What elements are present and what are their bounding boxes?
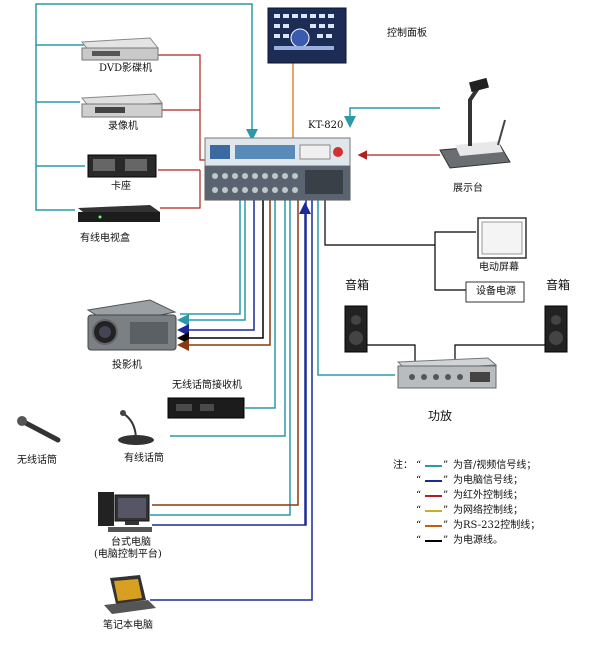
power-supply-device: [465, 281, 525, 303]
cable-box-device: [78, 205, 160, 222]
control-panel-device: [267, 7, 347, 64]
desktop-pc-device: [98, 492, 152, 532]
legend-prefix: 注：: [393, 460, 413, 471]
projector-device: [86, 299, 177, 351]
wired-mic-device: [118, 410, 154, 445]
projector-lines: [177, 200, 271, 351]
amplifier-label: 功放: [428, 409, 453, 423]
legend-quote-close-5: ”: [443, 520, 449, 531]
legend-quote-4: “: [416, 505, 422, 516]
speaker-left-device: [344, 305, 368, 353]
legend-item-power: 为电源线。: [453, 535, 503, 546]
speaker-right-label: 音箱: [546, 278, 571, 292]
legend-item-ir: 为红外控制线；: [453, 490, 523, 501]
power-supply-label: 设备电源: [476, 286, 516, 297]
wireless-receiver-device: [167, 397, 245, 419]
cassette-label: 卡座: [111, 181, 131, 192]
model-label: KT-820: [308, 120, 344, 131]
dvd-player-device: [81, 37, 159, 61]
speaker-left-label: 音箱: [345, 278, 370, 292]
projector-label: 投影机: [112, 360, 142, 371]
legend-quote-1: “: [416, 460, 422, 471]
control-panel-label: 控制面板: [387, 28, 427, 39]
legend-quote-close-4: ”: [443, 505, 449, 516]
visualizer-device: [439, 77, 511, 169]
pc-signal-lines: [150, 200, 313, 601]
legend-quote-close-3: ”: [443, 490, 449, 501]
cassette-deck-device: [87, 154, 157, 178]
vcr-label: 录像机: [108, 121, 138, 132]
wired-mic-label: 有线话筒: [124, 453, 164, 464]
legend-quote-5: “: [416, 520, 422, 531]
legend-quote-3: “: [416, 490, 422, 501]
desktop-pc-label: 台式电脑: [111, 537, 151, 548]
amplifier-device: [396, 357, 498, 389]
speaker-right-device: [544, 305, 568, 353]
legend-item-rs232: 为RS-232控制线；: [453, 520, 541, 531]
laptop-label: 笔记本电脑: [103, 620, 153, 631]
legend-item-net: 为网络控制线；: [453, 505, 523, 516]
legend-quote-close-1: ”: [443, 460, 449, 471]
dvd-label: DVD影碟机: [99, 63, 153, 74]
central-controller-device: [204, 137, 351, 201]
legend-item-av: 为音/视频信号线；: [453, 460, 537, 471]
laptop-device: [104, 575, 156, 614]
motor-screen-device: [477, 217, 527, 259]
wireless-mic-device: [17, 416, 61, 443]
legend-quote-2: “: [416, 475, 422, 486]
av-signal-lines: [35, 3, 440, 516]
vcr-device: [81, 93, 163, 118]
wireless-receiver-label: 无线话筒接收机: [172, 380, 242, 391]
motor-screen-label: 电动屏幕: [479, 262, 519, 273]
legend-swatches: [425, 465, 442, 542]
cable-box-label: 有线电视盒: [80, 233, 130, 244]
visualizer-label: 展示台: [453, 183, 483, 194]
wireless-mic-label: 无线话筒: [17, 455, 57, 466]
legend-quote-close-6: ”: [443, 535, 449, 546]
legend-item-pc: 为电脑信号线；: [453, 475, 523, 486]
legend-quote-6: “: [416, 535, 422, 546]
legend-quote-close-2: ”: [443, 475, 449, 486]
desktop-pc-sub-label: (电脑控制平台): [94, 549, 162, 560]
